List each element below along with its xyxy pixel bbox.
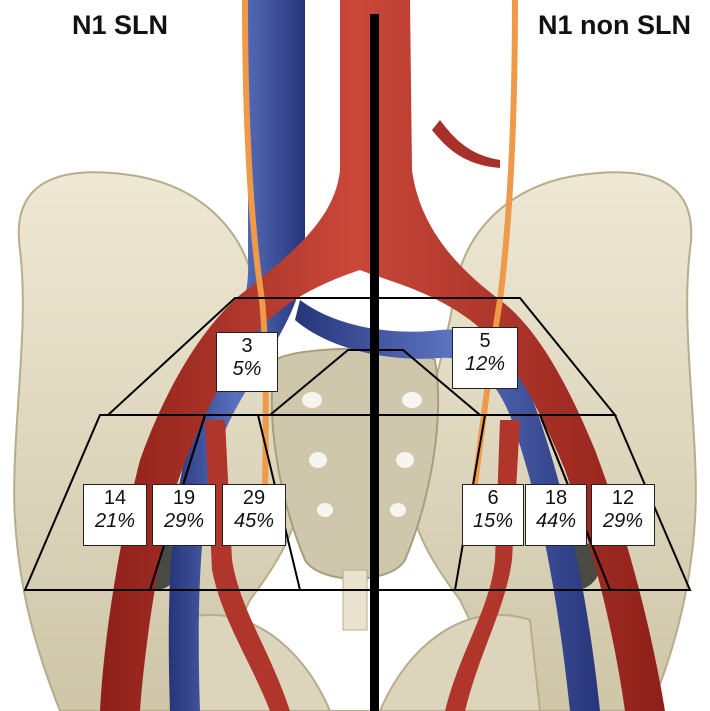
region-count: 19 [153, 487, 215, 510]
left-internal-iliac-label: 29 45% [222, 484, 286, 546]
region-count: 14 [84, 487, 146, 510]
region-percent: 45% [223, 510, 285, 533]
right-internal-iliac-label: 6 15% [462, 484, 524, 546]
region-count: 3 [217, 335, 277, 358]
left-panel-title: N1 SLN [72, 10, 168, 41]
right-common-iliac-label: 5 12% [452, 327, 518, 389]
center-divider [370, 14, 379, 711]
right-panel-title: N1 non SLN [538, 10, 691, 41]
region-percent: 44% [526, 510, 586, 533]
right-external-iliac-label: 12 29% [591, 484, 655, 546]
region-count: 18 [526, 487, 586, 510]
left-external-iliac-label: 14 21% [83, 484, 147, 546]
region-percent: 5% [217, 358, 277, 381]
region-percent: 12% [453, 353, 517, 376]
region-percent: 29% [153, 510, 215, 533]
region-count: 5 [453, 330, 517, 353]
region-count: 29 [223, 487, 285, 510]
region-count: 12 [592, 487, 654, 510]
region-percent: 21% [84, 510, 146, 533]
region-count: 6 [463, 487, 523, 510]
region-percent: 15% [463, 510, 523, 533]
region-percent: 29% [592, 510, 654, 533]
left-obturator-label: 19 29% [152, 484, 216, 546]
right-obturator-label: 18 44% [525, 484, 587, 546]
left-common-iliac-label: 3 5% [216, 332, 278, 392]
